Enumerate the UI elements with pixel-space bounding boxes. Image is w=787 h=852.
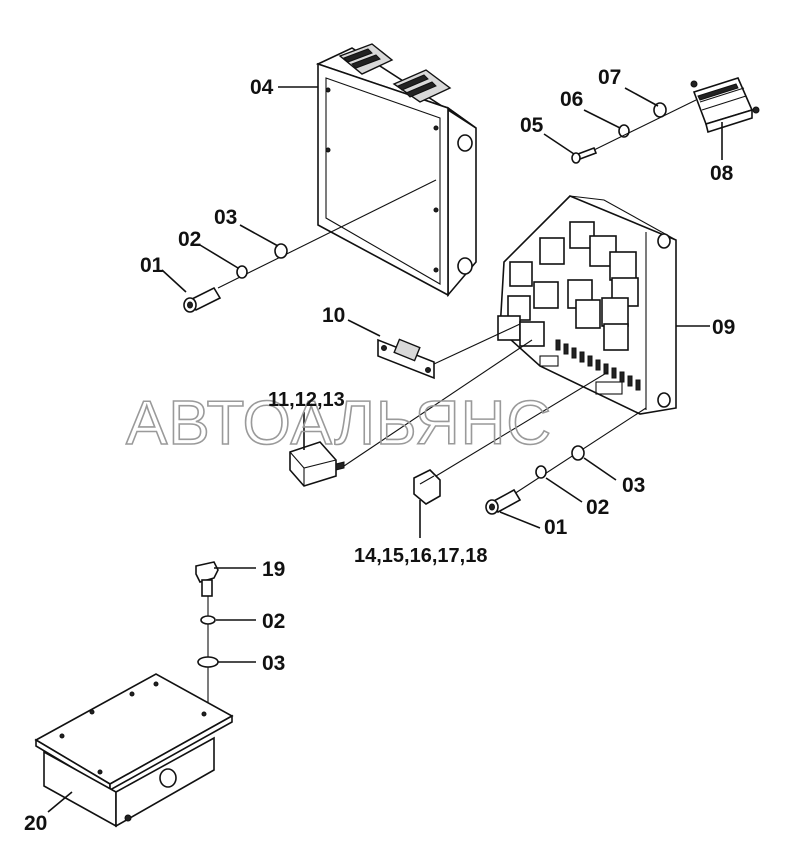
label-02a: 02 [178,228,201,251]
washer-02a [236,265,248,279]
label-05: 05 [520,114,544,137]
washer-02b [535,465,547,479]
leader-07 [624,87,659,107]
label-01b: 01 [544,516,568,539]
axis-01-04 [217,179,437,289]
label-11-13: 11,12,13 [268,389,345,411]
label-07: 07 [598,66,621,89]
label-02b: 02 [586,496,609,519]
axis-10-09 [433,323,521,365]
label-03a: 03 [214,206,237,229]
leader-05 [543,133,575,155]
label-14-18: 14,15,16,17,18 [354,545,487,567]
leader-01b [499,511,541,529]
leader-20 [47,791,73,813]
label-08: 08 [710,162,734,185]
axis-05-08 [593,99,697,151]
fuse-relay-box [497,195,677,415]
leader-03a [239,224,279,247]
label-09: 09 [712,316,735,339]
label-03b: 03 [622,474,645,497]
washer-03c [197,656,219,668]
leader-01a [161,269,187,293]
label-03c: 03 [262,652,285,675]
label-02c: 02 [262,610,285,633]
fuse-14-18 [413,469,441,505]
control-box-20 [34,673,234,828]
label-06: 06 [560,88,583,111]
label-01a: 01 [140,254,164,277]
leader-03b [583,457,617,481]
relay-11-13 [289,441,345,487]
washer-07 [653,102,667,118]
washer-03a [274,243,288,259]
screw-05 [571,146,598,164]
axis-14-09 [435,371,609,477]
leader-06 [583,109,621,129]
watermark: АВТОАЛЬЯНС [126,389,552,458]
washer-03b [571,445,585,461]
axis-11-09 [343,339,533,467]
ecu-control-unit [315,43,477,298]
screw-01a [183,286,222,313]
bolt-19 [195,561,219,597]
leader-10 [347,319,381,337]
label-04: 04 [250,76,274,99]
leader-02a [199,244,239,269]
washer-02c [200,615,216,625]
terminal-connector [690,77,760,134]
label-10: 10 [322,304,345,327]
label-20: 20 [24,812,47,835]
leader-02b [545,477,583,503]
screw-01b [485,488,522,515]
bracket-10 [377,338,435,380]
label-19: 19 [262,558,285,581]
